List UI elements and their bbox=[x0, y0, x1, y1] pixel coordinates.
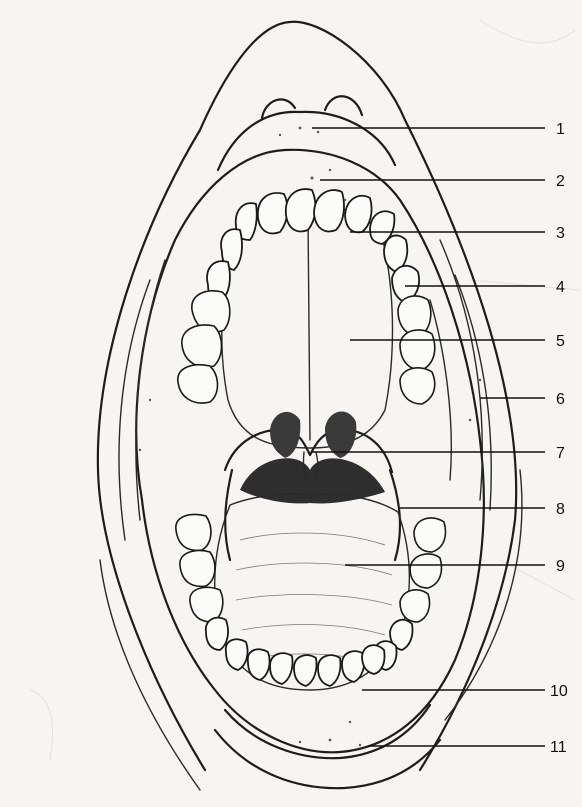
callout-7: 7 bbox=[556, 445, 565, 462]
soft-palate-arch bbox=[225, 430, 392, 472]
lower-teeth bbox=[176, 515, 446, 686]
cheek-mucosa-right bbox=[430, 240, 491, 510]
palate-raphe bbox=[308, 215, 310, 440]
callout-4: 4 bbox=[556, 279, 565, 296]
left-cheek-line bbox=[100, 560, 200, 790]
background-texture bbox=[30, 20, 580, 760]
callout-1: 1 bbox=[556, 121, 565, 138]
callout-6: 6 bbox=[556, 391, 565, 408]
callout-8: 8 bbox=[556, 501, 565, 518]
tonsil-left bbox=[270, 412, 300, 458]
callout-2: 2 bbox=[556, 173, 565, 190]
upper-lip-bump-left bbox=[262, 99, 295, 118]
upper-lip-bump-right bbox=[325, 96, 362, 115]
tonsil-right bbox=[325, 412, 356, 458]
callout-10: 10 bbox=[550, 683, 568, 700]
callout-5: 5 bbox=[556, 333, 565, 350]
callout-11: 11 bbox=[550, 739, 567, 756]
callout-labels: 1 2 3 4 5 6 7 8 9 10 11 bbox=[550, 121, 568, 756]
tongue-texture bbox=[236, 533, 392, 662]
upper-teeth bbox=[178, 189, 435, 404]
callout-9: 9 bbox=[556, 558, 565, 575]
callout-3: 3 bbox=[556, 225, 565, 242]
